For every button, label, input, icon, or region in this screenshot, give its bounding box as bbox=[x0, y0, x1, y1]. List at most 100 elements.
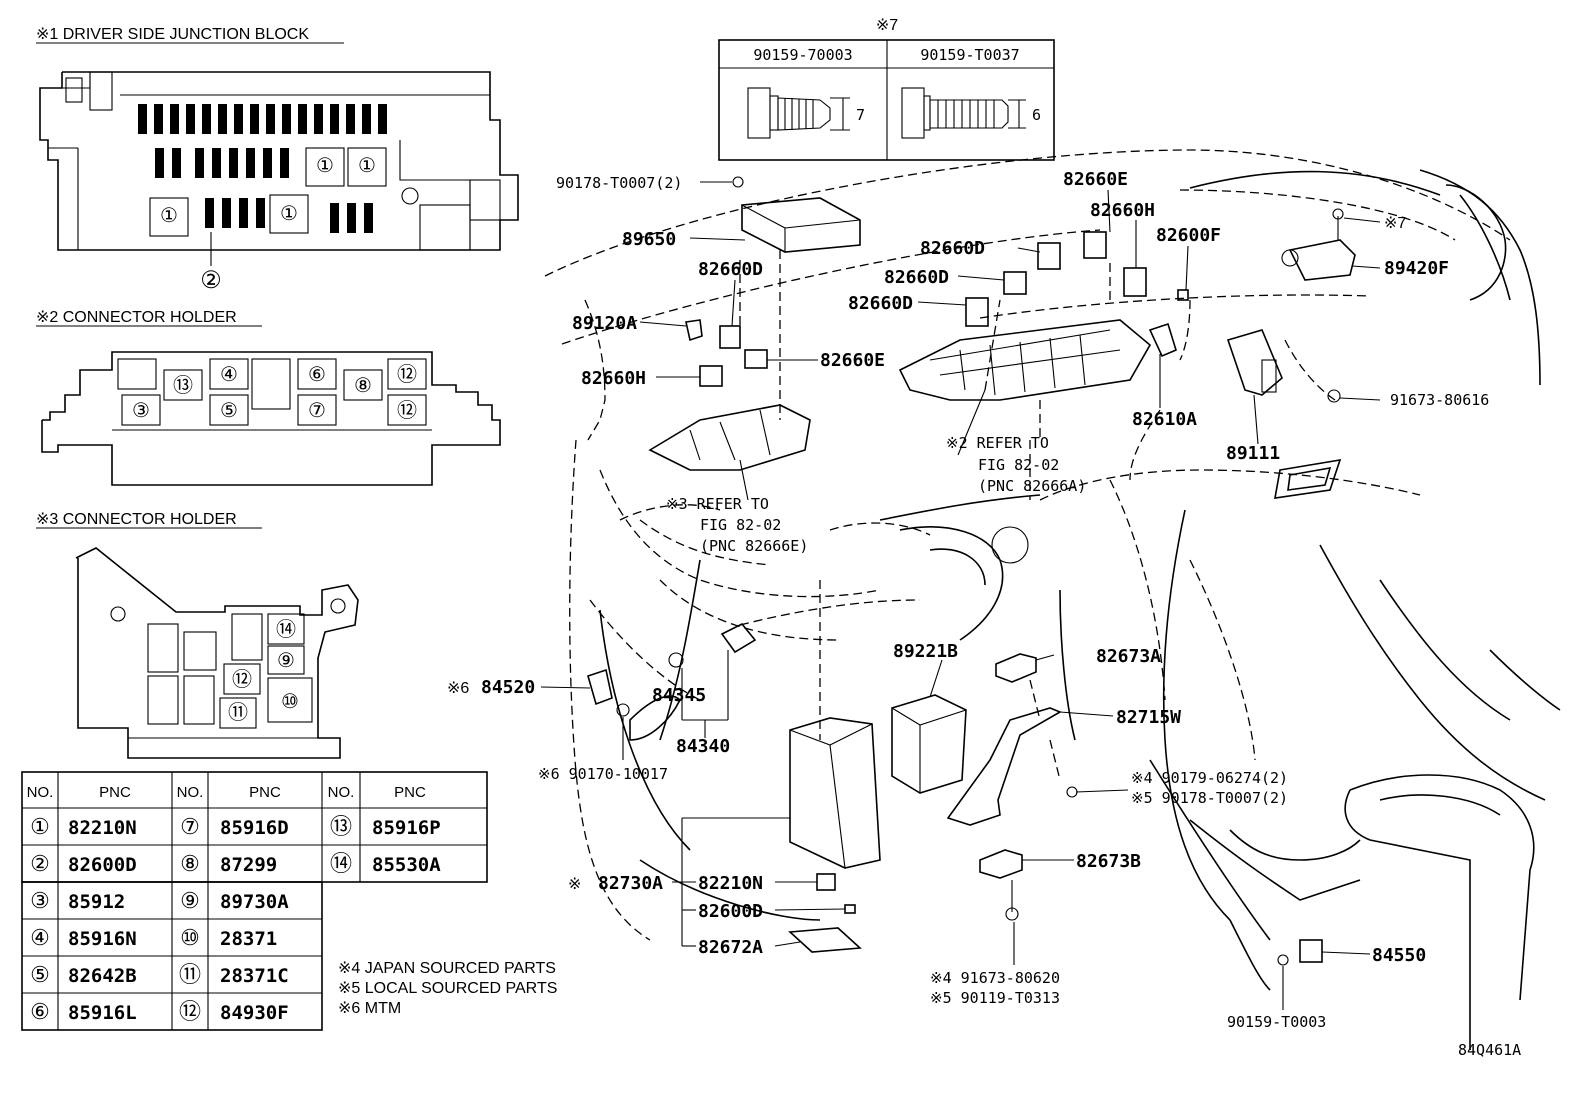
table-no: ⑨ bbox=[180, 888, 200, 913]
callout-13-a: ⑬ bbox=[173, 374, 193, 397]
callout-1-a: ① bbox=[316, 155, 334, 177]
callout-3: ③ bbox=[132, 400, 150, 422]
callout-5: ⑤ bbox=[220, 400, 238, 422]
table-pnc: 82642B bbox=[68, 965, 137, 987]
bolt-box bbox=[718, 39, 1055, 161]
header-junction-block: ※1 DRIVER SIDE JUNCTION BLOCK bbox=[36, 26, 309, 43]
label-82672a: 82672A bbox=[698, 937, 763, 958]
label-89120a: 89120A bbox=[572, 313, 637, 334]
bolt-left-part: 90159-70003 bbox=[753, 46, 852, 64]
part-sketches bbox=[587, 176, 1356, 966]
leader-lines bbox=[540, 181, 1381, 1010]
note-japan-sourced: ※4 JAPAN SOURCED PARTS bbox=[338, 960, 556, 977]
table-pnc: 85916D bbox=[220, 817, 289, 839]
figure-id: 84Q461A bbox=[1458, 1041, 1521, 1059]
connector-holder-2-drawing bbox=[41, 351, 501, 486]
label-84345: 84345 bbox=[652, 685, 706, 706]
callout-10: ⑩ bbox=[281, 691, 299, 713]
label-82660e-top: 82660E bbox=[1063, 169, 1128, 190]
table-header-no-1: NO. bbox=[27, 784, 54, 801]
label-ref2-line3: (PNC 82666A) bbox=[978, 477, 1086, 495]
label-ref3-line1: ※3 REFER TO bbox=[666, 495, 769, 513]
pnc-table bbox=[21, 771, 488, 1031]
label-82673b: 82673B bbox=[1076, 851, 1141, 872]
label-82715w: 82715W bbox=[1116, 707, 1181, 728]
table-pnc: 85916N bbox=[68, 928, 137, 950]
label-84520: 84520 bbox=[481, 677, 535, 698]
junction-block-drawing bbox=[39, 71, 519, 266]
label-82673a: 82673A bbox=[1096, 646, 1161, 667]
table-no: ⑭ bbox=[330, 851, 352, 876]
table-no: ③ bbox=[30, 888, 50, 913]
table-pnc: 85916P bbox=[372, 817, 441, 839]
table-header-no-3: NO. bbox=[328, 784, 355, 801]
instrument-panel-drawing bbox=[544, 149, 1561, 1050]
table-header-pnc-1: PNC bbox=[99, 784, 131, 801]
label-82730a-mark: ※ bbox=[568, 876, 581, 893]
callout-8: ⑧ bbox=[354, 375, 372, 397]
label-90159-t0003: 90159-T0003 bbox=[1227, 1013, 1326, 1031]
callout-1-d: ① bbox=[280, 203, 298, 225]
note-mtm: ※6 MTM bbox=[338, 1000, 401, 1017]
label-82660d-c: 82660D bbox=[884, 267, 949, 288]
bolt-left-dim: 7 bbox=[856, 106, 865, 124]
table-no: ④ bbox=[30, 925, 50, 950]
callout-12-a: ⑫ bbox=[397, 363, 417, 386]
bolt-box-mark: ※7 bbox=[876, 17, 898, 34]
table-header-pnc-3: PNC bbox=[394, 784, 426, 801]
table-no: ⑧ bbox=[180, 851, 200, 876]
label-90179-06274: ※4 90179-06274(2) bbox=[1131, 769, 1288, 787]
table-no: ⑪ bbox=[179, 962, 201, 987]
table-pnc: 28371 bbox=[220, 928, 277, 950]
callout-7: ⑦ bbox=[308, 400, 326, 422]
header-connector-holder-3: ※3 CONNECTOR HOLDER bbox=[36, 511, 237, 528]
label-ref2-line2: FIG 82-02 bbox=[978, 456, 1059, 474]
table-no: ⑫ bbox=[179, 999, 201, 1024]
callout-6: ⑥ bbox=[308, 364, 326, 386]
label-84550: 84550 bbox=[1372, 945, 1426, 966]
label-82600d: 82600D bbox=[698, 901, 763, 922]
table-pnc: 82210N bbox=[68, 817, 137, 839]
label-82660d-b: 82660D bbox=[698, 259, 763, 280]
label-82660e-mid: 82660E bbox=[820, 350, 885, 371]
table-pnc: 84930F bbox=[220, 1002, 289, 1024]
note-local-sourced: ※5 LOCAL SOURCED PARTS bbox=[338, 980, 557, 997]
table-pnc: 87299 bbox=[220, 854, 277, 876]
label-89111: 89111 bbox=[1226, 443, 1280, 464]
label-84520-mark: ※6 bbox=[447, 680, 469, 697]
callout-9: ⑨ bbox=[277, 650, 295, 672]
label-82730a: 82730A bbox=[598, 873, 663, 894]
table-pnc: 85916L bbox=[68, 1002, 137, 1024]
callout-1-c: ① bbox=[160, 205, 178, 227]
callout-1-b: ① bbox=[358, 155, 376, 177]
label-82610a: 82610A bbox=[1132, 409, 1197, 430]
table-header-no-2: NO. bbox=[177, 784, 204, 801]
label-91673-80616: 91673-80616 bbox=[1390, 391, 1489, 409]
table-no: ⑥ bbox=[30, 999, 50, 1024]
label-ref3-line3: (PNC 82666E) bbox=[700, 537, 808, 555]
callout-11: ⑪ bbox=[228, 701, 248, 724]
table-no: ⑬ bbox=[330, 814, 352, 839]
table-pnc: 85912 bbox=[68, 891, 125, 913]
label-82660h-mid: 82660H bbox=[581, 368, 646, 389]
label-84340: 84340 bbox=[676, 736, 730, 757]
label-ref2-line1: ※2 REFER TO bbox=[946, 434, 1049, 452]
header-connector-holder-2: ※2 CONNECTOR HOLDER bbox=[36, 309, 237, 326]
table-pnc: 89730A bbox=[220, 891, 289, 913]
label-82660d-d: 82660D bbox=[848, 293, 913, 314]
label-90170-10017: ※6 90170-10017 bbox=[538, 765, 668, 783]
callout-2: ② bbox=[200, 267, 222, 294]
label-82660d-a: 82660D bbox=[920, 238, 985, 259]
table-no: ⑤ bbox=[30, 962, 50, 987]
label-ref3-line2: FIG 82-02 bbox=[700, 516, 781, 534]
label-82210n: 82210N bbox=[698, 873, 763, 894]
bolt-right-part: 90159-T0037 bbox=[920, 46, 1019, 64]
table-pnc: 85530A bbox=[372, 854, 441, 876]
label-89650: 89650 bbox=[622, 229, 676, 250]
label-91673-80620: ※4 91673-80620 bbox=[930, 969, 1060, 987]
table-no: ⑦ bbox=[180, 814, 200, 839]
table-pnc: 28371C bbox=[220, 965, 289, 987]
callout-12-b: ⑫ bbox=[397, 399, 417, 422]
table-no: ① bbox=[30, 814, 50, 839]
label-90178-t0007-low: ※5 90178-T0007(2) bbox=[1131, 789, 1288, 807]
